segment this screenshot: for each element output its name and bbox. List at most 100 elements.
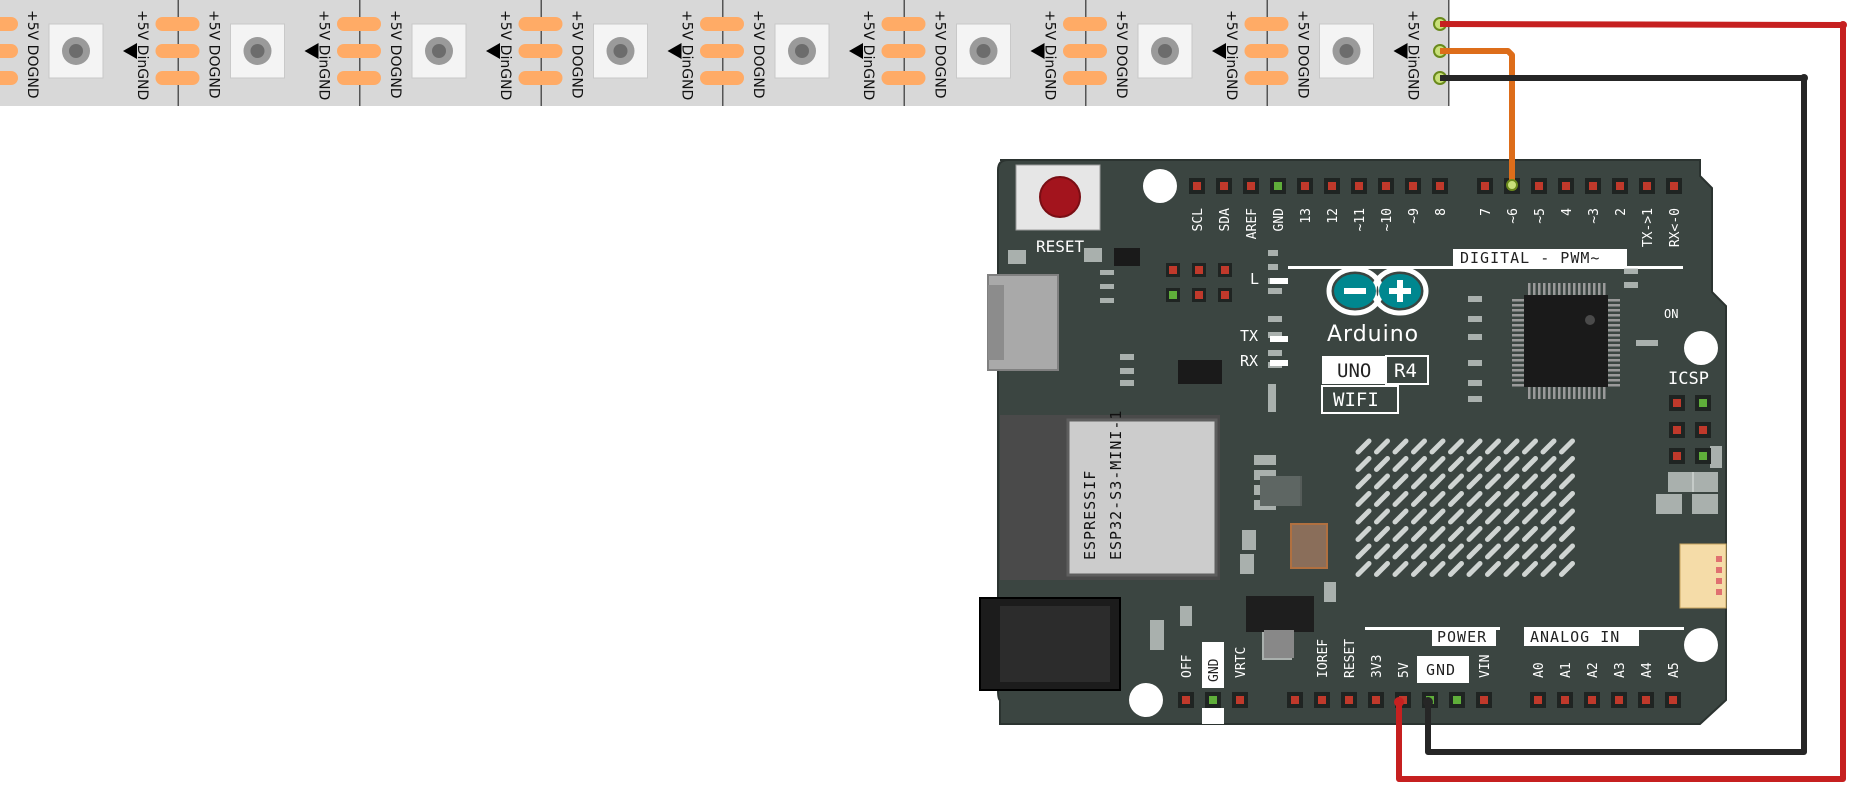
smd-component: [1268, 384, 1276, 412]
mcu-leg: [1608, 384, 1620, 387]
mcu-leg: [1563, 283, 1566, 295]
matrix-led: [1448, 508, 1464, 525]
matrix-led: [1485, 561, 1501, 577]
matrix-led: [1522, 526, 1538, 542]
digital-pin-dot: [1328, 182, 1336, 190]
mcu-leg: [1588, 387, 1591, 399]
mcu-leg: [1512, 339, 1524, 342]
status-pad-dot: [1221, 291, 1229, 299]
status-pad-dot: [1169, 266, 1177, 274]
strip-pixels: +5V DOGND+5V DinGND+5V DOGND+5V DinGND+5…: [0, 0, 1450, 106]
reset-button[interactable]: [1039, 176, 1081, 218]
matrix-led: [1448, 438, 1464, 455]
matrix-led: [1429, 561, 1446, 577]
mcu-leg: [1512, 324, 1524, 327]
smd-component: [1100, 270, 1114, 275]
pin-label: 7: [1479, 208, 1494, 216]
mcu-leg: [1608, 349, 1620, 352]
mcu-leg: [1512, 334, 1524, 337]
matrix-led: [1392, 456, 1409, 472]
digital-pin-dot: [1382, 182, 1390, 190]
mcu-leg: [1578, 283, 1581, 295]
strip-label-dout: +5V DOGND: [569, 10, 585, 99]
matrix-led: [1540, 561, 1557, 577]
strip-pad: [700, 71, 744, 85]
mcu-leg: [1528, 387, 1531, 399]
matrix-led: [1448, 491, 1464, 507]
smd-component: [1120, 368, 1134, 374]
smd-component: [1268, 350, 1282, 356]
analog-pin-label: A5: [1667, 662, 1682, 678]
led-strip: +5V DOGND+5V DinGND+5V DOGND+5V DinGND+5…: [0, 0, 1450, 106]
analog-pin-label: A4: [1640, 662, 1655, 678]
digital-pin-dot: [1535, 182, 1543, 190]
qwiic-pin: [1716, 556, 1722, 562]
aux-gnd-box-bottom: [1202, 708, 1224, 724]
pin-label: ~5: [1533, 208, 1548, 224]
mcu-leg: [1558, 283, 1561, 295]
status-pad-dot: [1195, 266, 1203, 274]
mcu-leg: [1593, 387, 1596, 399]
mcu-leg: [1608, 304, 1620, 307]
led-die: [250, 44, 265, 58]
model-box-r4: [1385, 355, 1429, 385]
matrix-led: [1466, 473, 1483, 490]
power-gnd-label: GND: [1426, 661, 1456, 679]
strip-pad: [0, 44, 18, 58]
usb-bridge-ic: [1178, 360, 1222, 384]
wire-gnd[interactable]: [1425, 75, 1807, 755]
matrix-led: [1411, 456, 1427, 472]
mcu-leg: [1512, 304, 1524, 307]
usb-connector-inner: [988, 285, 1004, 360]
smd-component: [1468, 360, 1482, 366]
matrix-led: [1503, 508, 1520, 525]
matrix-led: [1540, 473, 1557, 490]
matrix-led: [1374, 438, 1390, 455]
mcu-leg: [1512, 374, 1524, 377]
mcu-leg: [1512, 329, 1524, 332]
mcu-leg: [1548, 387, 1551, 399]
strip-pad: [881, 17, 926, 31]
pin-label: SCL: [1191, 208, 1206, 232]
wire-data[interactable]: [1440, 48, 1515, 185]
strip-pad: [700, 44, 744, 58]
digital-pin-dot: [1670, 182, 1678, 190]
matrix-led: [1503, 526, 1520, 542]
smd-component: [1268, 264, 1278, 270]
power-pin-dot: [1291, 696, 1299, 704]
matrix-led: [1466, 561, 1483, 577]
strip-label-dout: +5V DOGND: [932, 10, 948, 99]
strip-label-dout: +5V DOGND: [387, 10, 403, 99]
direction-arrow-icon: [1212, 43, 1226, 59]
direction-arrow-icon: [304, 43, 319, 59]
logo-plus-icon-v: [1397, 280, 1403, 302]
mcu-leg: [1608, 354, 1620, 357]
power-pin-label: RESET: [1343, 639, 1358, 678]
led-die: [432, 44, 446, 58]
regulator-tab: [1264, 630, 1294, 658]
smd-ic: [1114, 248, 1140, 266]
led-die: [795, 44, 809, 58]
matrix-led: [1540, 456, 1557, 472]
matrix-led: [1374, 508, 1390, 525]
logo-text: Arduino: [1327, 322, 1419, 347]
l-label: L: [1250, 270, 1259, 288]
matrix-led: [1466, 526, 1483, 542]
mcu-leg: [1598, 283, 1601, 295]
aux-pin-dot: [1236, 696, 1244, 704]
mcu-leg: [1512, 369, 1524, 372]
led-die: [1158, 44, 1172, 58]
wire-5v[interactable]: [1396, 21, 1846, 782]
mcu-leg: [1608, 334, 1620, 337]
strip-pad: [1063, 44, 1107, 58]
matrix-led: [1466, 491, 1483, 507]
mount-hole-right-mid: [1684, 331, 1718, 365]
digital-pin-dot: [1643, 182, 1651, 190]
mcu-leg: [1568, 283, 1571, 295]
analog-pin-dot: [1669, 696, 1677, 704]
power-pin-label: IOREF: [1316, 639, 1331, 678]
led-die: [613, 44, 628, 58]
smd-component: [1668, 472, 1694, 492]
matrix-led: [1466, 456, 1483, 472]
status-pad-dot: [1169, 291, 1177, 299]
